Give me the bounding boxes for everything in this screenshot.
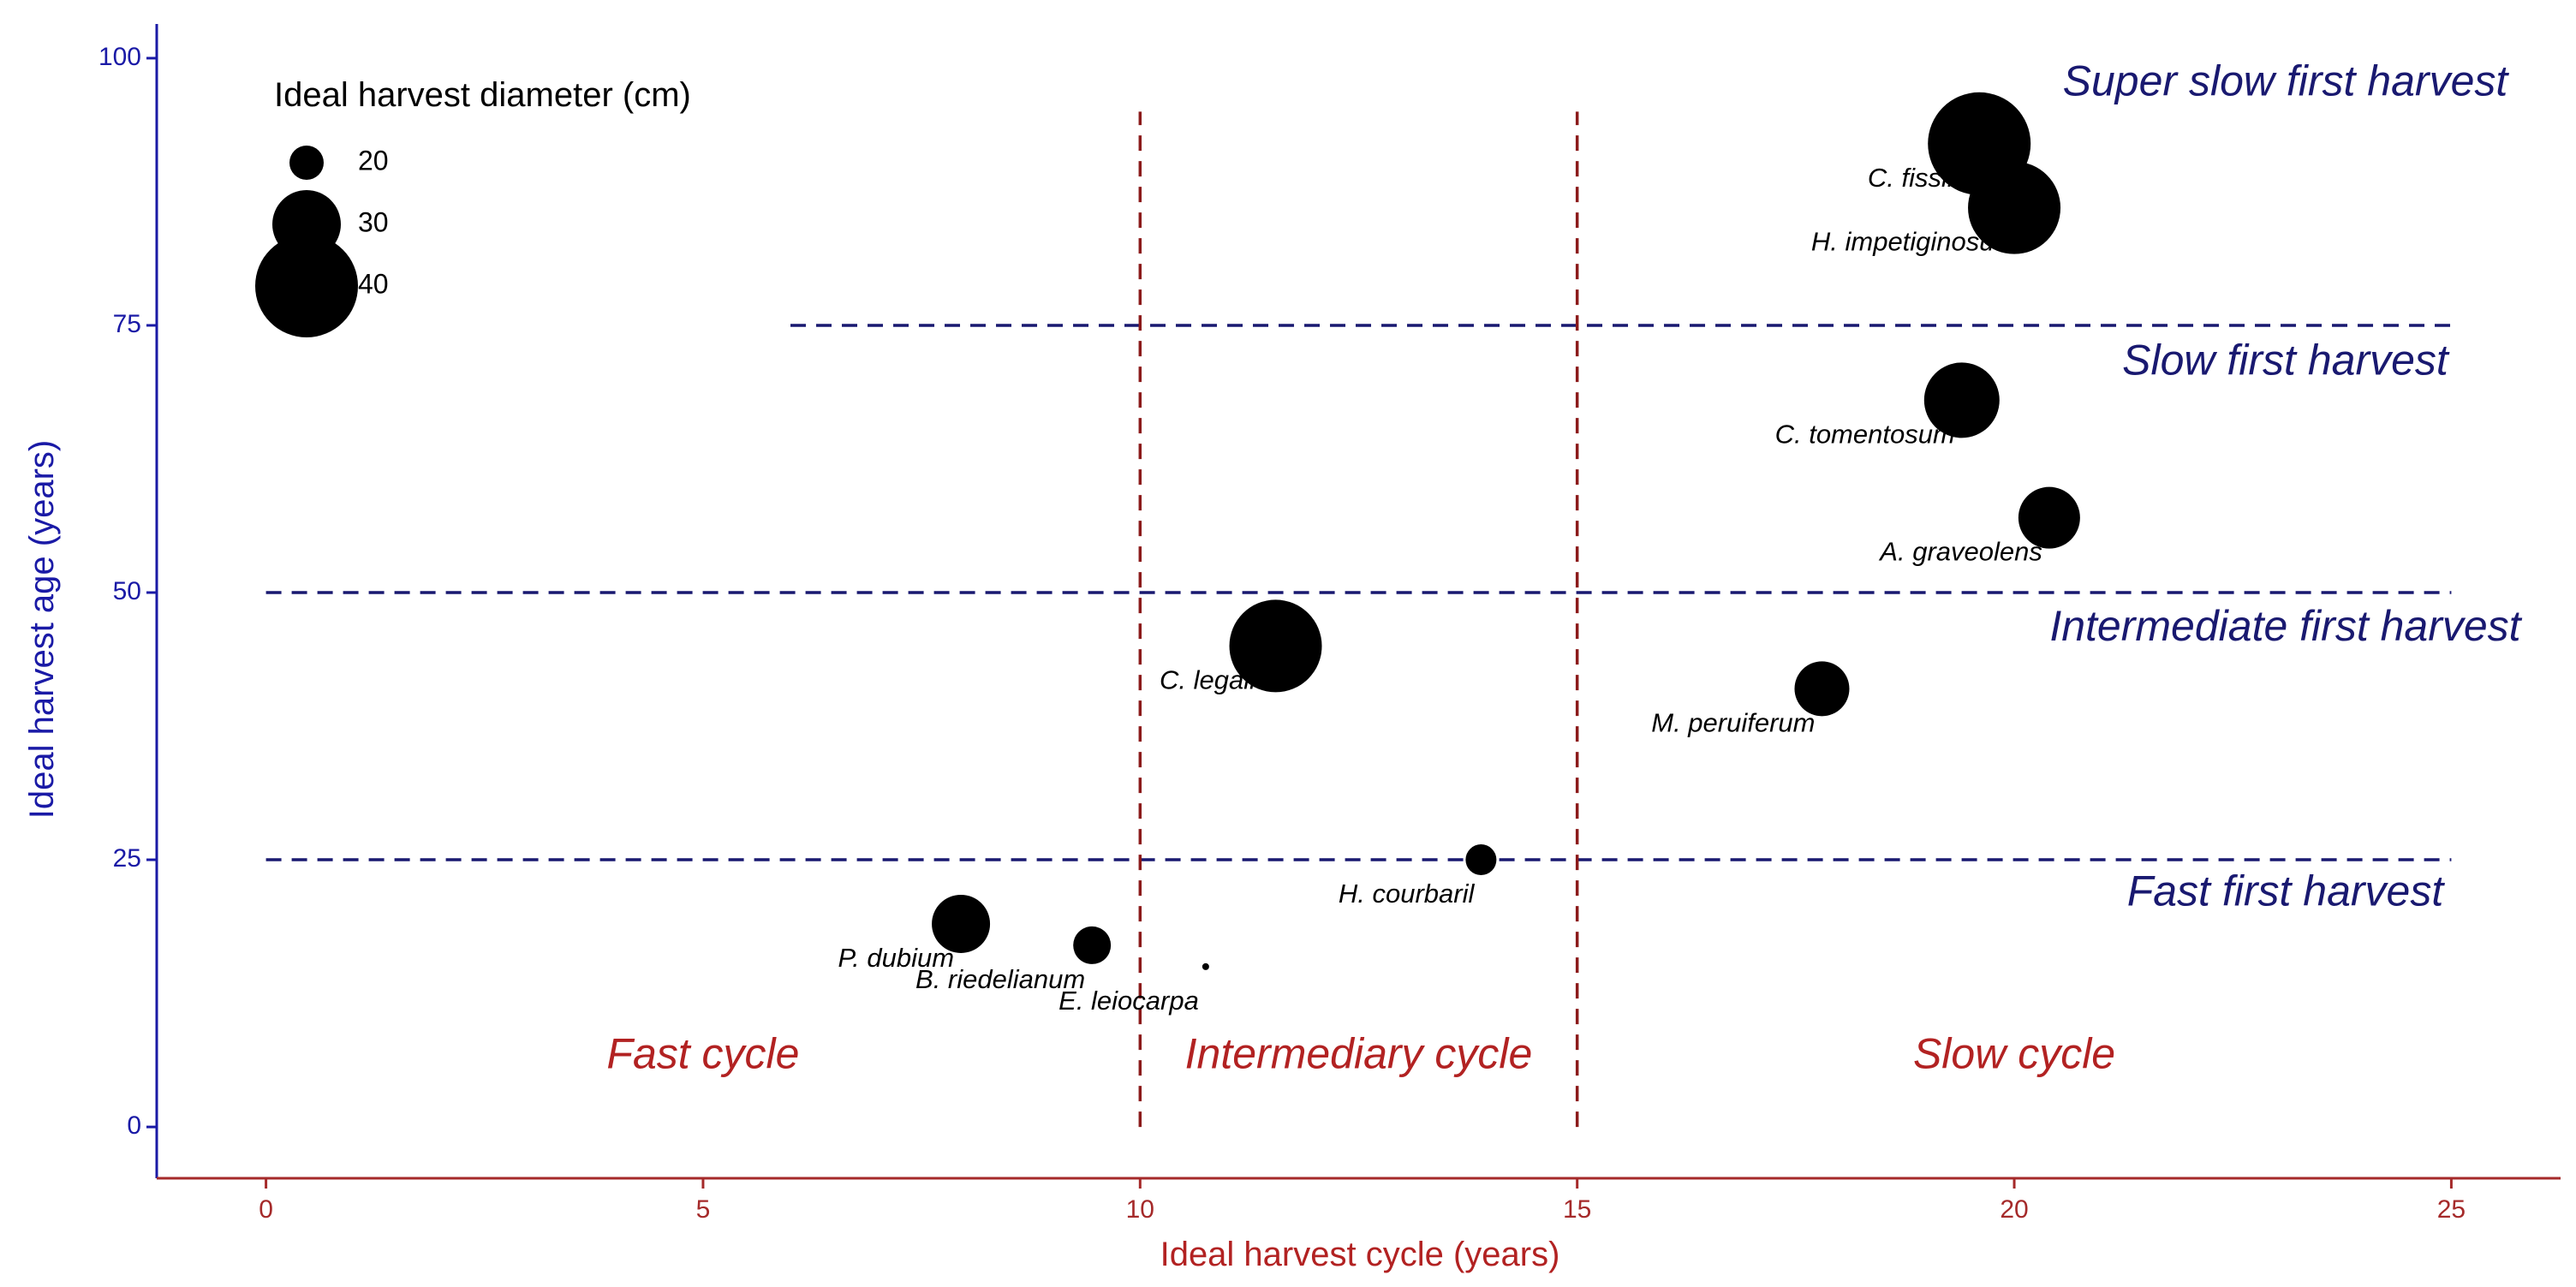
data-point (1794, 661, 1850, 717)
reference-lines (265, 111, 2452, 1128)
legend: Ideal harvest diameter (cm) 20 30 40 (255, 76, 691, 337)
point-label: C. fissilis (1868, 163, 1972, 193)
data-point (1465, 844, 1497, 876)
zone-label-cycle: Slow cycle (1913, 1029, 2115, 1077)
legend-label: 30 (358, 206, 389, 237)
y-tick-label: 100 (98, 43, 141, 71)
legend-label: 20 (358, 145, 389, 176)
data-point (2018, 486, 2080, 549)
point-label: P. dubium (838, 943, 954, 973)
x-tick-label: 15 (1563, 1195, 1591, 1224)
point-label: E. leiocarpa (1058, 986, 1199, 1016)
legend-marker (289, 146, 324, 180)
x-tick-label: 25 (2437, 1195, 2466, 1224)
x-tick-label: 20 (2000, 1195, 2028, 1224)
data-point (932, 894, 991, 953)
data-point (1968, 161, 2061, 254)
zone-label-cycle: Intermediary cycle (1185, 1029, 1533, 1077)
data-point (1202, 962, 1209, 970)
legend-marker (255, 235, 358, 337)
point-labels: C. fissilis H. impetiginosus C. tomentosum… (838, 163, 2042, 1016)
zone-label-age: Fast first harvest (2127, 867, 2446, 915)
zone-label-age: Slow first harvest (2122, 336, 2450, 384)
zone-label-age: Super slow first harvest (2063, 57, 2510, 105)
point-label: M. peruiferum (1651, 707, 1815, 737)
data-point (1229, 599, 1322, 693)
y-axis-title: Ideal harvest age (years) (23, 440, 61, 819)
legend-title: Ideal harvest diameter (cm) (274, 76, 691, 114)
point-label: A. graveolens (1878, 537, 2042, 567)
x-tick-label: 0 (259, 1195, 273, 1224)
y-tick-label: 50 (113, 577, 141, 605)
y-tick-label: 25 (113, 844, 141, 873)
point-label: C. legalis (1160, 664, 1269, 694)
axes: 0 25 50 75 100 0 5 10 15 20 25 (98, 24, 2561, 1224)
zone-label-cycle: Fast cycle (606, 1029, 799, 1077)
point-label: H. courbaril (1339, 879, 1476, 909)
x-axis-title: Ideal harvest cycle (years) (1160, 1236, 1560, 1273)
y-tick-label: 75 (113, 310, 141, 338)
data-point (1923, 362, 2000, 438)
zone-label-age: Intermediate first harvest (2049, 602, 2522, 650)
data-point (1073, 926, 1112, 964)
point-label: B. riedelianum (915, 964, 1085, 994)
x-tick-label: 5 (696, 1195, 711, 1224)
y-tick-label: 0 (127, 1111, 141, 1140)
legend-label: 40 (358, 268, 389, 299)
data-points (932, 92, 2080, 970)
point-label: H. impetiginosus (1811, 227, 2007, 257)
point-label: C. tomentosum (1775, 419, 1955, 449)
x-tick-label: 10 (1126, 1195, 1154, 1224)
